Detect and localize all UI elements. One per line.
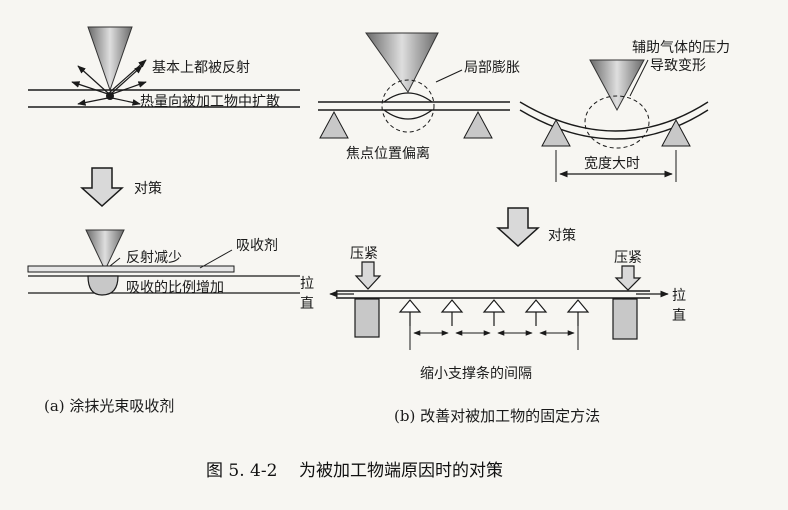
leader-reflect-less: [109, 257, 121, 267]
focus-spot: [106, 92, 114, 100]
support-points: [398, 299, 590, 326]
label-bulge: 局部膨胀: [464, 59, 520, 76]
press-arrow-right: [614, 265, 642, 291]
label-absorbent: 吸收剂: [236, 238, 278, 254]
support-point: [524, 299, 548, 326]
support-point: [482, 299, 506, 326]
panel-b-bottom: 压紧 压紧 拉 直 拉 直 缩小支撑条的间隔: [300, 246, 686, 382]
label-wide: 宽度大时: [584, 155, 640, 172]
panel-b-top-right: 辅助气体的压力 导致变形 宽度大时: [519, 40, 730, 182]
support-point: [398, 299, 422, 326]
label-reflect: 基本上都被反射: [152, 59, 250, 76]
absorbent-layer: [27, 265, 235, 273]
leader-gas: [629, 59, 649, 97]
caption-b: (b) 改善对被加工物的固定方法: [394, 407, 600, 425]
down-arrow-b: [496, 207, 540, 248]
support-right-a: [541, 118, 571, 147]
panel-a-top: 基本上都被反射 热量向被加工物中扩散: [28, 26, 300, 110]
panel-a-bottom: 反射减少 吸收剂 吸收的比例增加: [27, 229, 300, 296]
deformed-top: [519, 101, 709, 132]
label-pull-right-2: 直: [672, 307, 686, 324]
support-right: [463, 110, 493, 139]
label-heat-diffuse: 热量向被加工物中扩散: [140, 94, 280, 110]
support-point: [440, 299, 464, 326]
label-pull-left-1: 拉: [300, 276, 314, 292]
caption-a: (a) 涂抹光束吸收剂: [44, 397, 174, 415]
support-left: [319, 110, 349, 139]
panel-b-top-left: 局部膨胀 焦点位置偏离: [318, 32, 520, 162]
press-arrow-left: [354, 261, 382, 290]
laser-cone-b-right: [589, 59, 645, 112]
label-press-right: 压紧: [614, 250, 642, 266]
support-right-b: [661, 118, 691, 147]
laser-cone-a-bottom: [85, 229, 125, 272]
reflection-arrows: [71, 59, 147, 106]
countermeasure-a: 对策: [80, 167, 162, 208]
label-countermeasure-a: 对策: [134, 180, 162, 197]
label-pull-left-2: 直: [300, 295, 314, 312]
label-spacing: 缩小支撑条的间隔: [420, 365, 532, 382]
label-gas-pressure: 辅助气体的压力: [632, 40, 730, 56]
label-press-left: 压紧: [350, 246, 378, 262]
melt-pool: [87, 275, 119, 296]
clamp-block-left: [354, 298, 380, 338]
leader-absorbent: [199, 249, 233, 269]
bulge-circle: [381, 79, 435, 133]
label-focus-offset: 焦点位置偏离: [346, 145, 430, 162]
countermeasure-b: 对策: [496, 207, 576, 248]
spacing-arrows: [409, 326, 579, 350]
bulge-bottom: [383, 109, 433, 120]
laser-cone-a-top: [87, 26, 133, 92]
laser-cone-b-left: [365, 32, 439, 93]
down-arrow-a: [80, 167, 124, 208]
label-countermeasure-b: 对策: [548, 227, 576, 244]
figure-caption: 图 5. 4-2 为被加工物端原因时的对策: [206, 461, 503, 481]
clamp-block-right: [612, 298, 638, 340]
bulge-top: [383, 92, 433, 103]
label-deformation: 导致变形: [650, 58, 706, 74]
deformed-bottom: [519, 109, 709, 140]
label-reflect-less: 反射减少: [126, 250, 182, 266]
leader-bulge: [435, 69, 463, 83]
label-absorb-increase: 吸收的比例增加: [126, 280, 224, 296]
label-pull-right-1: 拉: [672, 288, 686, 304]
support-point: [566, 299, 590, 326]
deform-circle: [584, 95, 650, 149]
